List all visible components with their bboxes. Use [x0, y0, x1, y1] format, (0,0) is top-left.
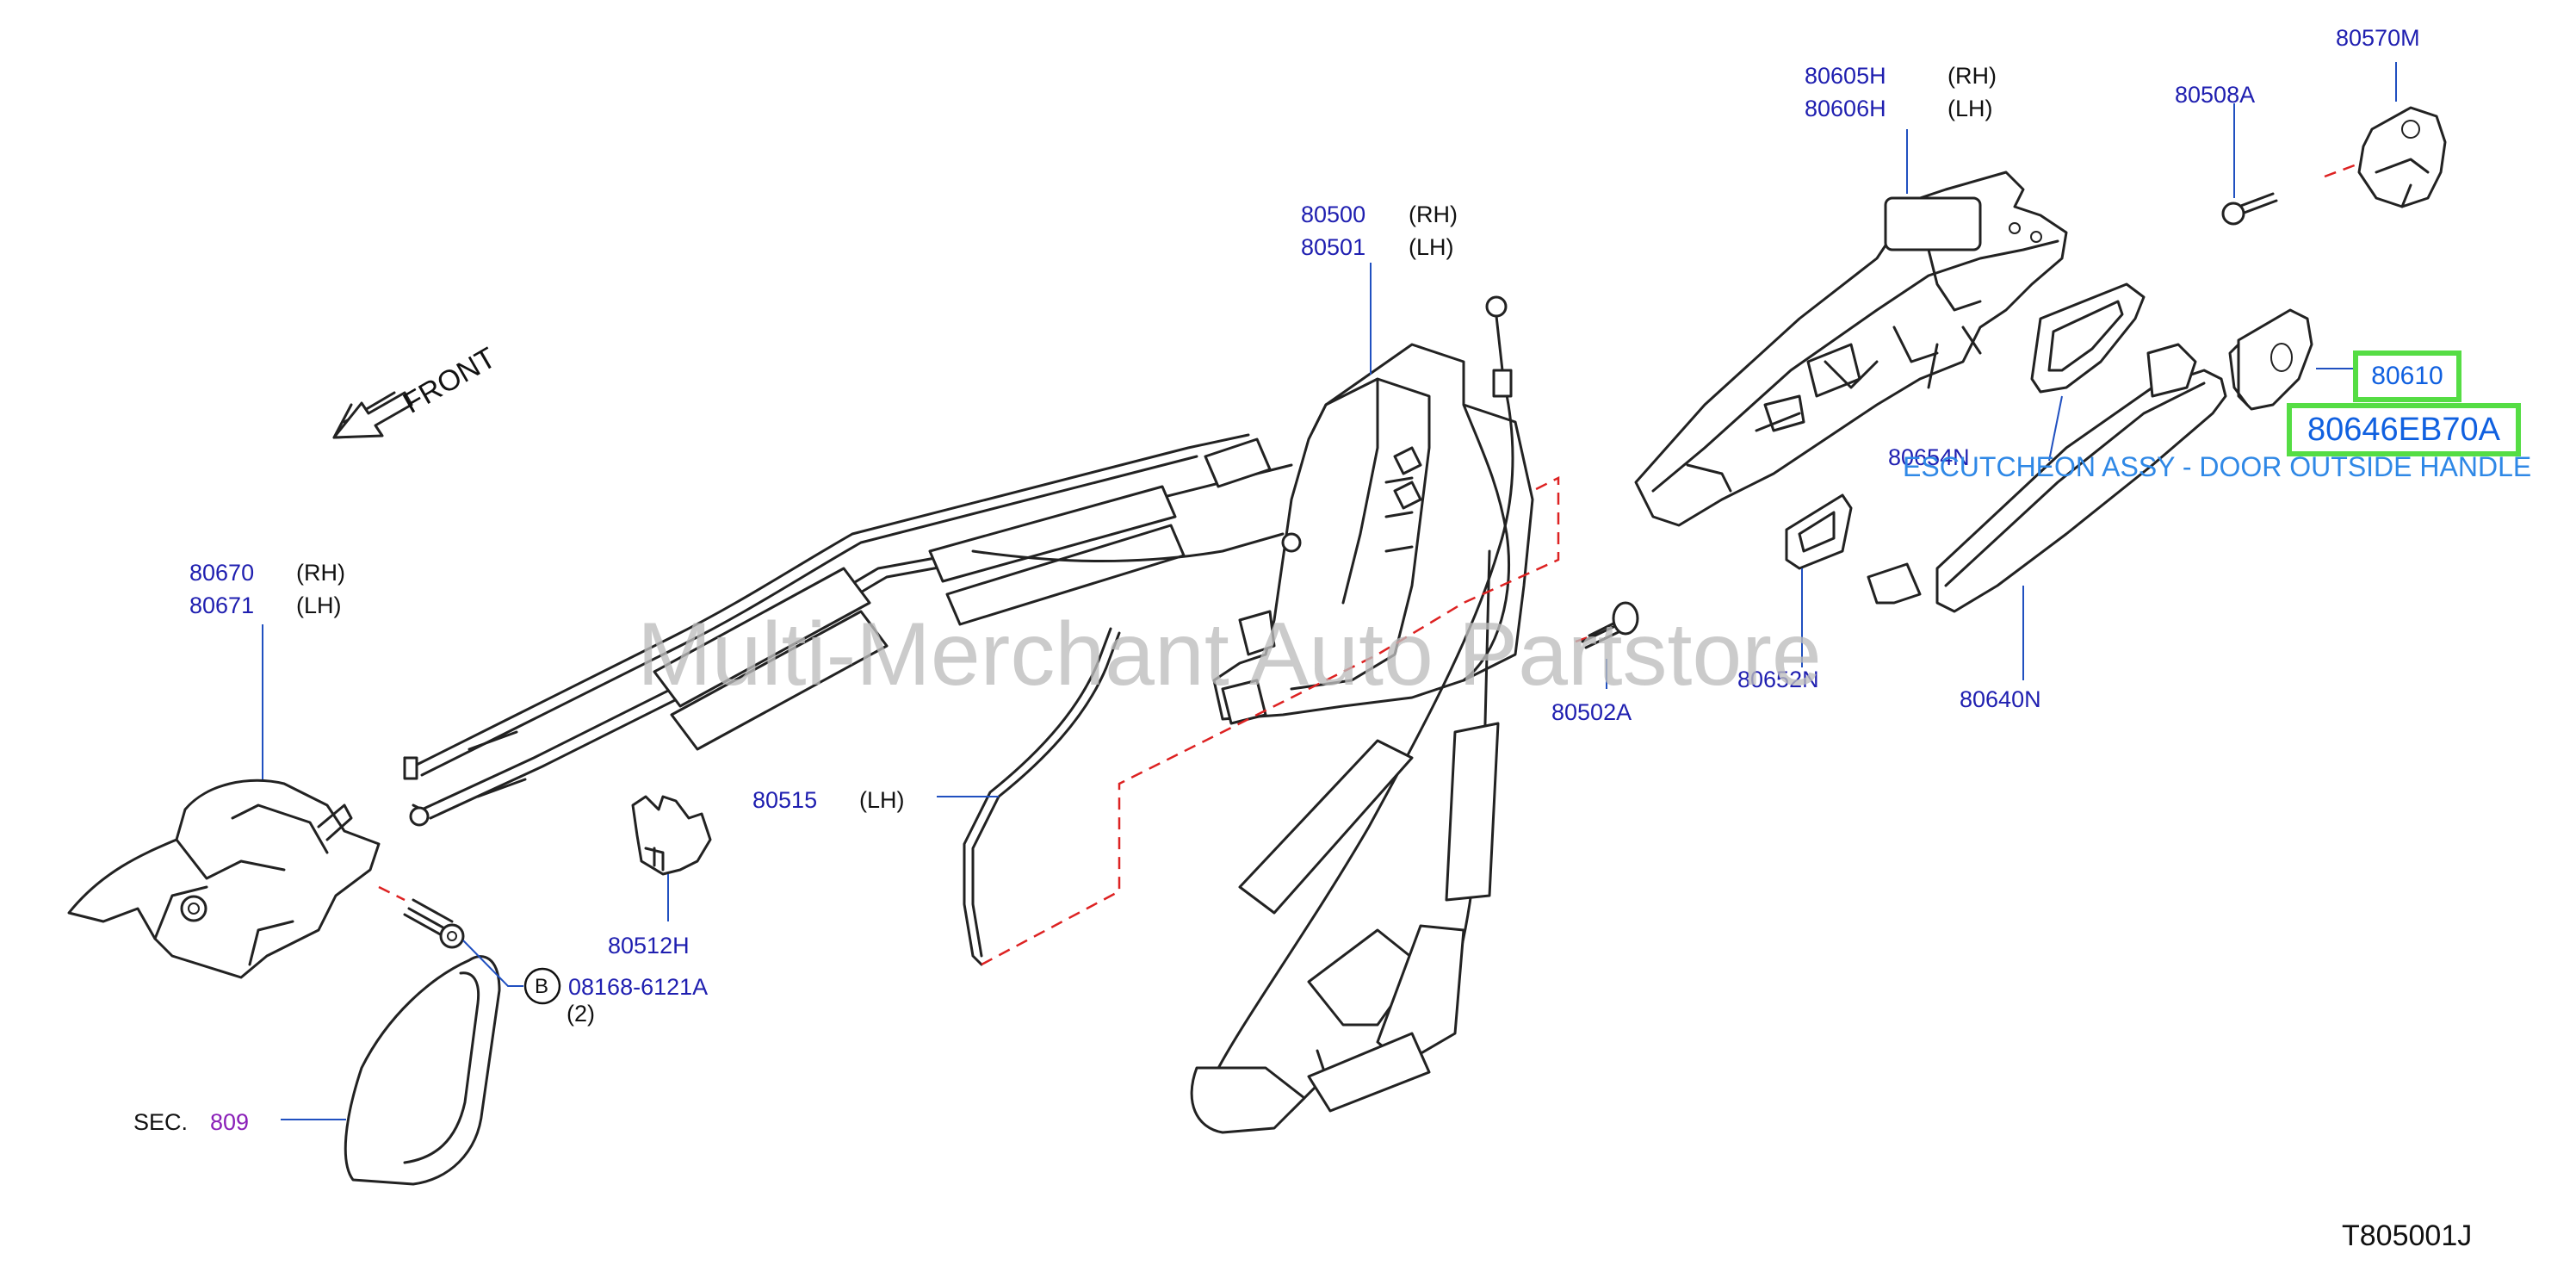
highlight-box-80646EB70A[interactable]: 80646EB70A	[2287, 403, 2521, 456]
part-label-80610: 80610	[2371, 362, 2443, 390]
side-label-rh: (RH)	[296, 560, 345, 586]
part-label-80570M[interactable]: 80570M	[2336, 25, 2420, 51]
inside-escutcheon-part	[344, 955, 501, 1186]
screw-upper-part	[2221, 192, 2278, 226]
cable-assembly-part	[403, 433, 1293, 827]
section-reference-809[interactable]: 809	[210, 1109, 250, 1135]
part-label-80652N[interactable]: 80652N	[1737, 667, 1819, 692]
cable-loop-part	[1307, 549, 1500, 1113]
callout-b-circle	[523, 967, 561, 1005]
part-label-80605H[interactable]: 80605H	[1805, 63, 1886, 89]
screw-part	[1581, 601, 1639, 649]
diagram-code: T805001J	[2342, 1219, 2473, 1252]
callout-b-label: B	[535, 975, 549, 998]
side-label-lh: (LH)	[859, 787, 905, 813]
part-description: ESCUTCHEON ASSY - DOOR OUTSIDE HANDLE	[1903, 451, 2532, 482]
outside-handle-part	[1867, 343, 2227, 613]
part-label-08168-6121A[interactable]: 08168-6121A	[568, 974, 709, 1000]
escutcheon-part	[2228, 308, 2313, 411]
quantity-label: (2)	[567, 1001, 595, 1027]
bolt-part	[403, 898, 465, 949]
side-label-lh: (LH)	[1947, 96, 1993, 121]
side-label-rh: (RH)	[1947, 63, 1997, 89]
outside-handle-frame-part	[1634, 171, 2068, 527]
door-lock-actuator-part	[1212, 343, 1534, 725]
side-label-lh: (LH)	[296, 592, 342, 618]
side-label-rh: (RH)	[1409, 202, 1458, 227]
highlight-box-80610[interactable]: 80610	[2353, 351, 2461, 402]
part-label-80512H[interactable]: 80512H	[608, 933, 690, 958]
part-label-80502A[interactable]: 80502A	[1551, 699, 1632, 725]
part-label-80500[interactable]: 80500	[1301, 202, 1366, 227]
bracket-part	[2357, 106, 2447, 208]
part-label-80640N[interactable]: 80640N	[1960, 686, 2041, 712]
leader-lines	[262, 62, 2397, 1120]
part-label-80671[interactable]: 80671	[189, 592, 255, 618]
part-label-80670[interactable]: 80670	[189, 560, 255, 586]
inside-handle-part	[67, 779, 381, 979]
part-label-80606H[interactable]: 80606H	[1805, 96, 1886, 121]
part-label-80501[interactable]: 80501	[1301, 234, 1366, 260]
part-label-80646EB70A: 80646EB70A	[2307, 412, 2500, 448]
front-arrow-icon	[332, 391, 413, 439]
section-label: SEC.	[133, 1109, 189, 1135]
clip-part	[631, 795, 712, 876]
gasket-part	[2030, 282, 2146, 394]
part-label-80515[interactable]: 80515	[752, 787, 818, 813]
rod-part	[963, 627, 1121, 966]
part-label-80508A[interactable]: 80508A	[2175, 82, 2256, 108]
watermark: Multi-Merchant Auto Partstore	[637, 605, 1822, 704]
part-label-80654N[interactable]: 80654N	[1888, 444, 1970, 470]
gasket-small-part	[1785, 493, 1853, 570]
side-label-lh: (LH)	[1409, 234, 1454, 260]
lock-rod-part	[1190, 295, 1514, 1134]
